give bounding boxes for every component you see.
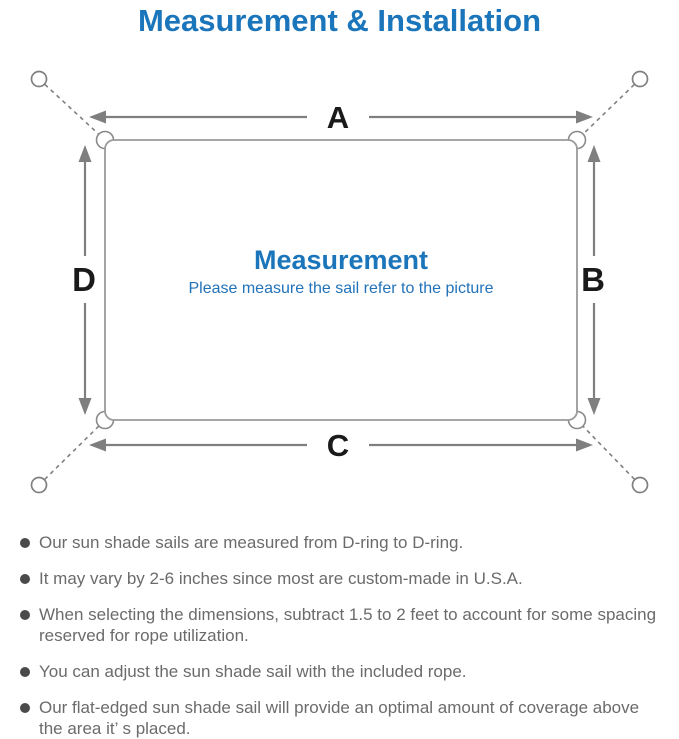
bullet-dot-icon xyxy=(20,538,30,548)
dimension-arrow-b xyxy=(587,145,601,415)
anchor-ring-icon xyxy=(30,70,48,88)
anchor-line-bottom-left xyxy=(38,419,106,486)
anchor-line-top-left xyxy=(38,78,106,141)
dimension-label-d: D xyxy=(72,261,96,298)
note-text: Our flat-edged sun shade sail will provi… xyxy=(39,698,640,738)
anchor-ring-icon xyxy=(631,476,649,494)
dimension-arrow-a xyxy=(89,110,593,124)
anchor-lines xyxy=(38,78,641,486)
list-item: Our sun shade sails are measured from D-… xyxy=(20,532,675,553)
sail-measurement-diagram: A C D B xyxy=(0,60,679,520)
dimension-label-b: B xyxy=(581,261,605,298)
anchor-ring-icon xyxy=(631,70,649,88)
note-text: Our sun shade sails are measured from D-… xyxy=(39,533,464,552)
anchor-rings xyxy=(30,70,649,494)
page-title: Measurement & Installation xyxy=(137,3,542,38)
bullet-dot-icon xyxy=(20,703,30,713)
sail-diagram-canvas: A C D B xyxy=(30,70,649,494)
dimension-label-c: C xyxy=(327,428,349,463)
bullet-dot-icon xyxy=(20,667,30,677)
list-item: Our flat-edged sun shade sail will provi… xyxy=(20,697,675,739)
list-item: You can adjust the sun shade sail with t… xyxy=(20,661,675,682)
anchor-line-top-right xyxy=(576,78,641,141)
bullet-dot-icon xyxy=(20,610,30,620)
notes-list: Our sun shade sails are measured from D-… xyxy=(20,532,675,739)
bullet-dot-icon xyxy=(20,574,30,584)
sail-outline xyxy=(104,139,578,421)
dimension-arrow-d xyxy=(78,145,92,415)
dimension-label-a: A xyxy=(327,100,349,135)
anchor-line-bottom-right xyxy=(576,419,641,486)
list-item: It may vary by 2-6 inches since most are… xyxy=(20,568,675,589)
list-item: When selecting the dimensions, subtract … xyxy=(20,604,675,646)
note-text: You can adjust the sun shade sail with t… xyxy=(39,662,467,681)
dimension-arrow-c xyxy=(89,438,593,452)
note-text: It may vary by 2-6 inches since most are… xyxy=(39,569,523,588)
note-text: When selecting the dimensions, subtract … xyxy=(39,605,657,645)
anchor-ring-icon xyxy=(30,476,48,494)
